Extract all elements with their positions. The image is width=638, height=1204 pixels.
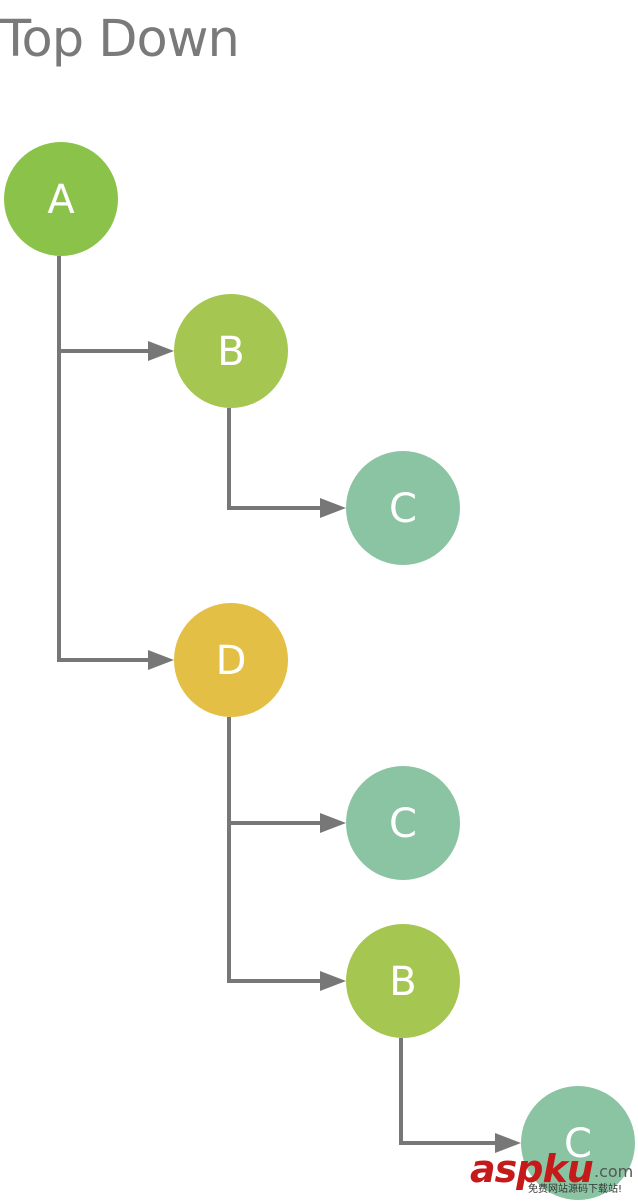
arrowhead	[148, 650, 174, 670]
node-circle	[4, 142, 118, 256]
edge-connector	[57, 256, 150, 662]
watermark-tagline: 免费网站源码下载站!	[528, 1184, 623, 1195]
nodes-layer: A B C D C B C	[4, 142, 635, 1200]
edge-connector	[227, 717, 322, 983]
diagram-title: Top Down	[0, 10, 240, 69]
tree-node-d: D	[174, 603, 288, 717]
node-circle	[521, 1086, 635, 1200]
tree-node-a: A	[4, 142, 118, 256]
node-circle	[346, 924, 460, 1038]
node-label: C	[389, 801, 417, 847]
tree-node-c: C	[521, 1086, 635, 1200]
node-circle	[346, 451, 460, 565]
edges-layer	[57, 256, 521, 1153]
node-circle	[174, 294, 288, 408]
edge-connector	[399, 1038, 497, 1145]
edge-connector	[57, 256, 150, 353]
node-label: D	[216, 638, 247, 684]
node-label: A	[47, 177, 75, 223]
watermark-suffix: .com	[594, 1162, 634, 1181]
node-circle	[174, 603, 288, 717]
watermark-brand: aspku	[470, 1147, 594, 1191]
arrowhead	[320, 813, 346, 833]
node-label: B	[217, 329, 244, 375]
node-label: C	[564, 1121, 592, 1167]
node-label: B	[389, 959, 416, 1005]
arrowhead	[320, 498, 346, 518]
tree-node-c: C	[346, 451, 460, 565]
tree-node-b: B	[174, 294, 288, 408]
arrowhead	[495, 1133, 521, 1153]
node-label: C	[389, 486, 417, 532]
tree-node-b: B	[346, 924, 460, 1038]
tree-node-c: C	[346, 766, 460, 880]
arrowhead	[320, 971, 346, 991]
arrowhead	[148, 341, 174, 361]
edge-connector	[227, 717, 322, 825]
edge-connector	[227, 408, 322, 510]
watermark: aspku .com 免费网站源码下载站!	[470, 1150, 636, 1202]
node-circle	[346, 766, 460, 880]
